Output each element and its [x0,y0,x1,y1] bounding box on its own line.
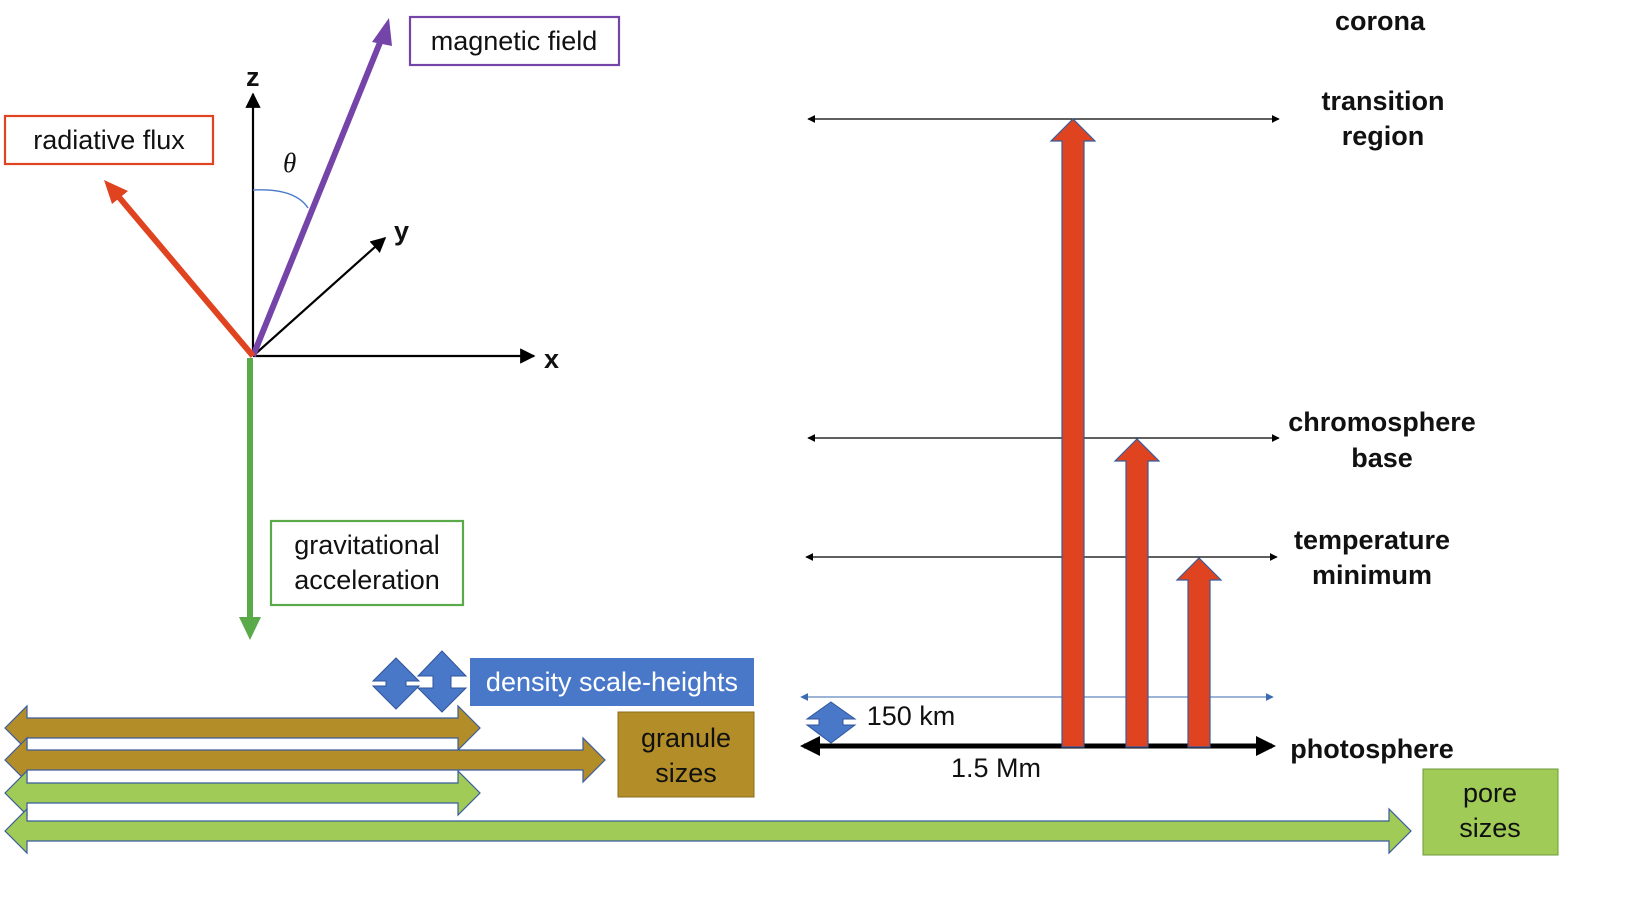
gravitational-acceleration-box [269,519,465,607]
y-axis [252,236,387,357]
size-legend: density scale-heights granule sizes pore… [4,650,1559,856]
gravitational-label-line1: gravitational [294,530,440,560]
density-scale-height-icon-2 [416,650,468,713]
transition-height-arrow [1049,118,1097,748]
magnetic-field-label: magnetic field [431,26,598,56]
granule-sizes-box [617,711,755,798]
temperature-minimum-label-line2: minimum [1312,560,1432,590]
radiative-flux-vector [115,194,256,358]
chromosphere-base-label-line1: chromosphere [1288,407,1476,437]
gravitational-label-line2: acceleration [294,565,440,595]
density-scale-heights-box [470,658,754,706]
magnetic-field-box [408,15,621,67]
density-scale-heights-label: density scale-heights [486,667,738,697]
pore-sizes-box [1422,768,1559,856]
radiative-flux-arrowhead [104,180,128,204]
scale-150km-label: 150 km [867,701,956,731]
magnetic-field-arrowhead [372,18,392,46]
density-scale-height-icon-1 [371,657,421,710]
gravity-arrowhead [239,617,261,640]
radiative-flux-box [3,114,215,166]
radiative-flux-label: radiative flux [33,125,185,155]
z-axis-label: z [246,62,260,92]
granule-size-arrow-1 [4,704,481,752]
scale-150km-icon [805,701,857,744]
coordinate-system: z x y θ magnetic field radiative flux gr… [3,15,621,640]
transition-region-label-line1: transition [1321,86,1444,116]
pore-sizes-label-line2: sizes [1459,813,1521,843]
theta-arc [252,189,309,209]
pore-size-arrow-1 [4,769,481,817]
scale-1-5Mm-label: 1.5 Mm [951,753,1041,783]
temperature-minimum-height-arrow [1175,557,1223,748]
chromosphere-base-label-line2: base [1351,443,1413,473]
chromosphere-height-arrow [1113,438,1161,748]
photosphere-label: photosphere [1290,734,1454,764]
y-axis-label: y [394,216,409,246]
atmosphere-layers: corona transition region chromosphere ba… [800,6,1476,783]
transition-region-label-line2: region [1342,121,1425,151]
pore-size-arrow-2 [4,807,1412,855]
corona-label: corona [1335,6,1426,36]
granule-size-arrow-2 [4,736,606,784]
x-axis-label: x [544,344,559,374]
granule-sizes-label-line1: granule [641,723,731,753]
theta-label: θ [283,148,296,178]
granule-sizes-label-line2: sizes [655,758,717,788]
pore-sizes-label-line1: pore [1463,778,1517,808]
magnetic-field-vector [250,38,384,358]
temperature-minimum-label-line1: temperature [1294,525,1450,555]
